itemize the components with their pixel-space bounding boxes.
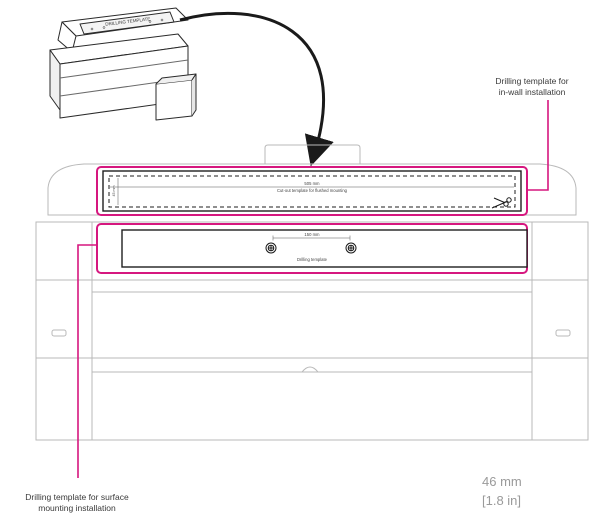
in-wall-callout-leader — [528, 100, 549, 191]
bottom-template-spacing-label: 150 mm — [304, 232, 320, 237]
box-template-holes — [90, 18, 164, 31]
depth-imperial: [1.8 in] — [482, 493, 522, 508]
depth-metric: 46 mm — [482, 474, 522, 489]
scissors-icon — [491, 197, 512, 209]
in-wall-callout-line1: Drilling template for — [495, 76, 569, 86]
curved-arrow — [179, 11, 334, 167]
surface-callout-line1: Drilling template for surface — [25, 492, 129, 502]
top-template-highlight — [96, 166, 528, 216]
in-wall-callout-line2: in-wall installation — [498, 87, 566, 97]
drill-hole-icon — [345, 242, 357, 254]
top-template-caption: Cut-out template for flushed mounting — [277, 188, 348, 193]
device-outline — [35, 144, 589, 441]
depth-dimension: 46 mm [1.8 in] — [482, 472, 572, 510]
cut-out-dashed-outline — [108, 175, 516, 208]
box-template-label: DRILLING TEMPLATE — [105, 16, 151, 26]
bottom-dimension-line — [272, 235, 351, 241]
top-dimension-line — [110, 178, 514, 205]
packaging-box-illustration — [49, 7, 197, 121]
bottom-template-caption: Drilling template — [297, 257, 328, 262]
in-wall-callout: Drilling template for in-wall installati… — [468, 76, 596, 98]
surface-callout-leader — [77, 244, 97, 478]
drill-hole-icon — [265, 242, 277, 254]
bottom-template-panel — [121, 229, 528, 268]
top-template-height-label: 45 mm — [112, 186, 116, 197]
top-template-width-label: 505 mm — [304, 181, 320, 186]
surface-callout-line2: mounting installation — [38, 503, 116, 513]
surface-callout: Drilling template for surface mounting i… — [2, 492, 152, 514]
top-template-panel — [102, 170, 522, 212]
